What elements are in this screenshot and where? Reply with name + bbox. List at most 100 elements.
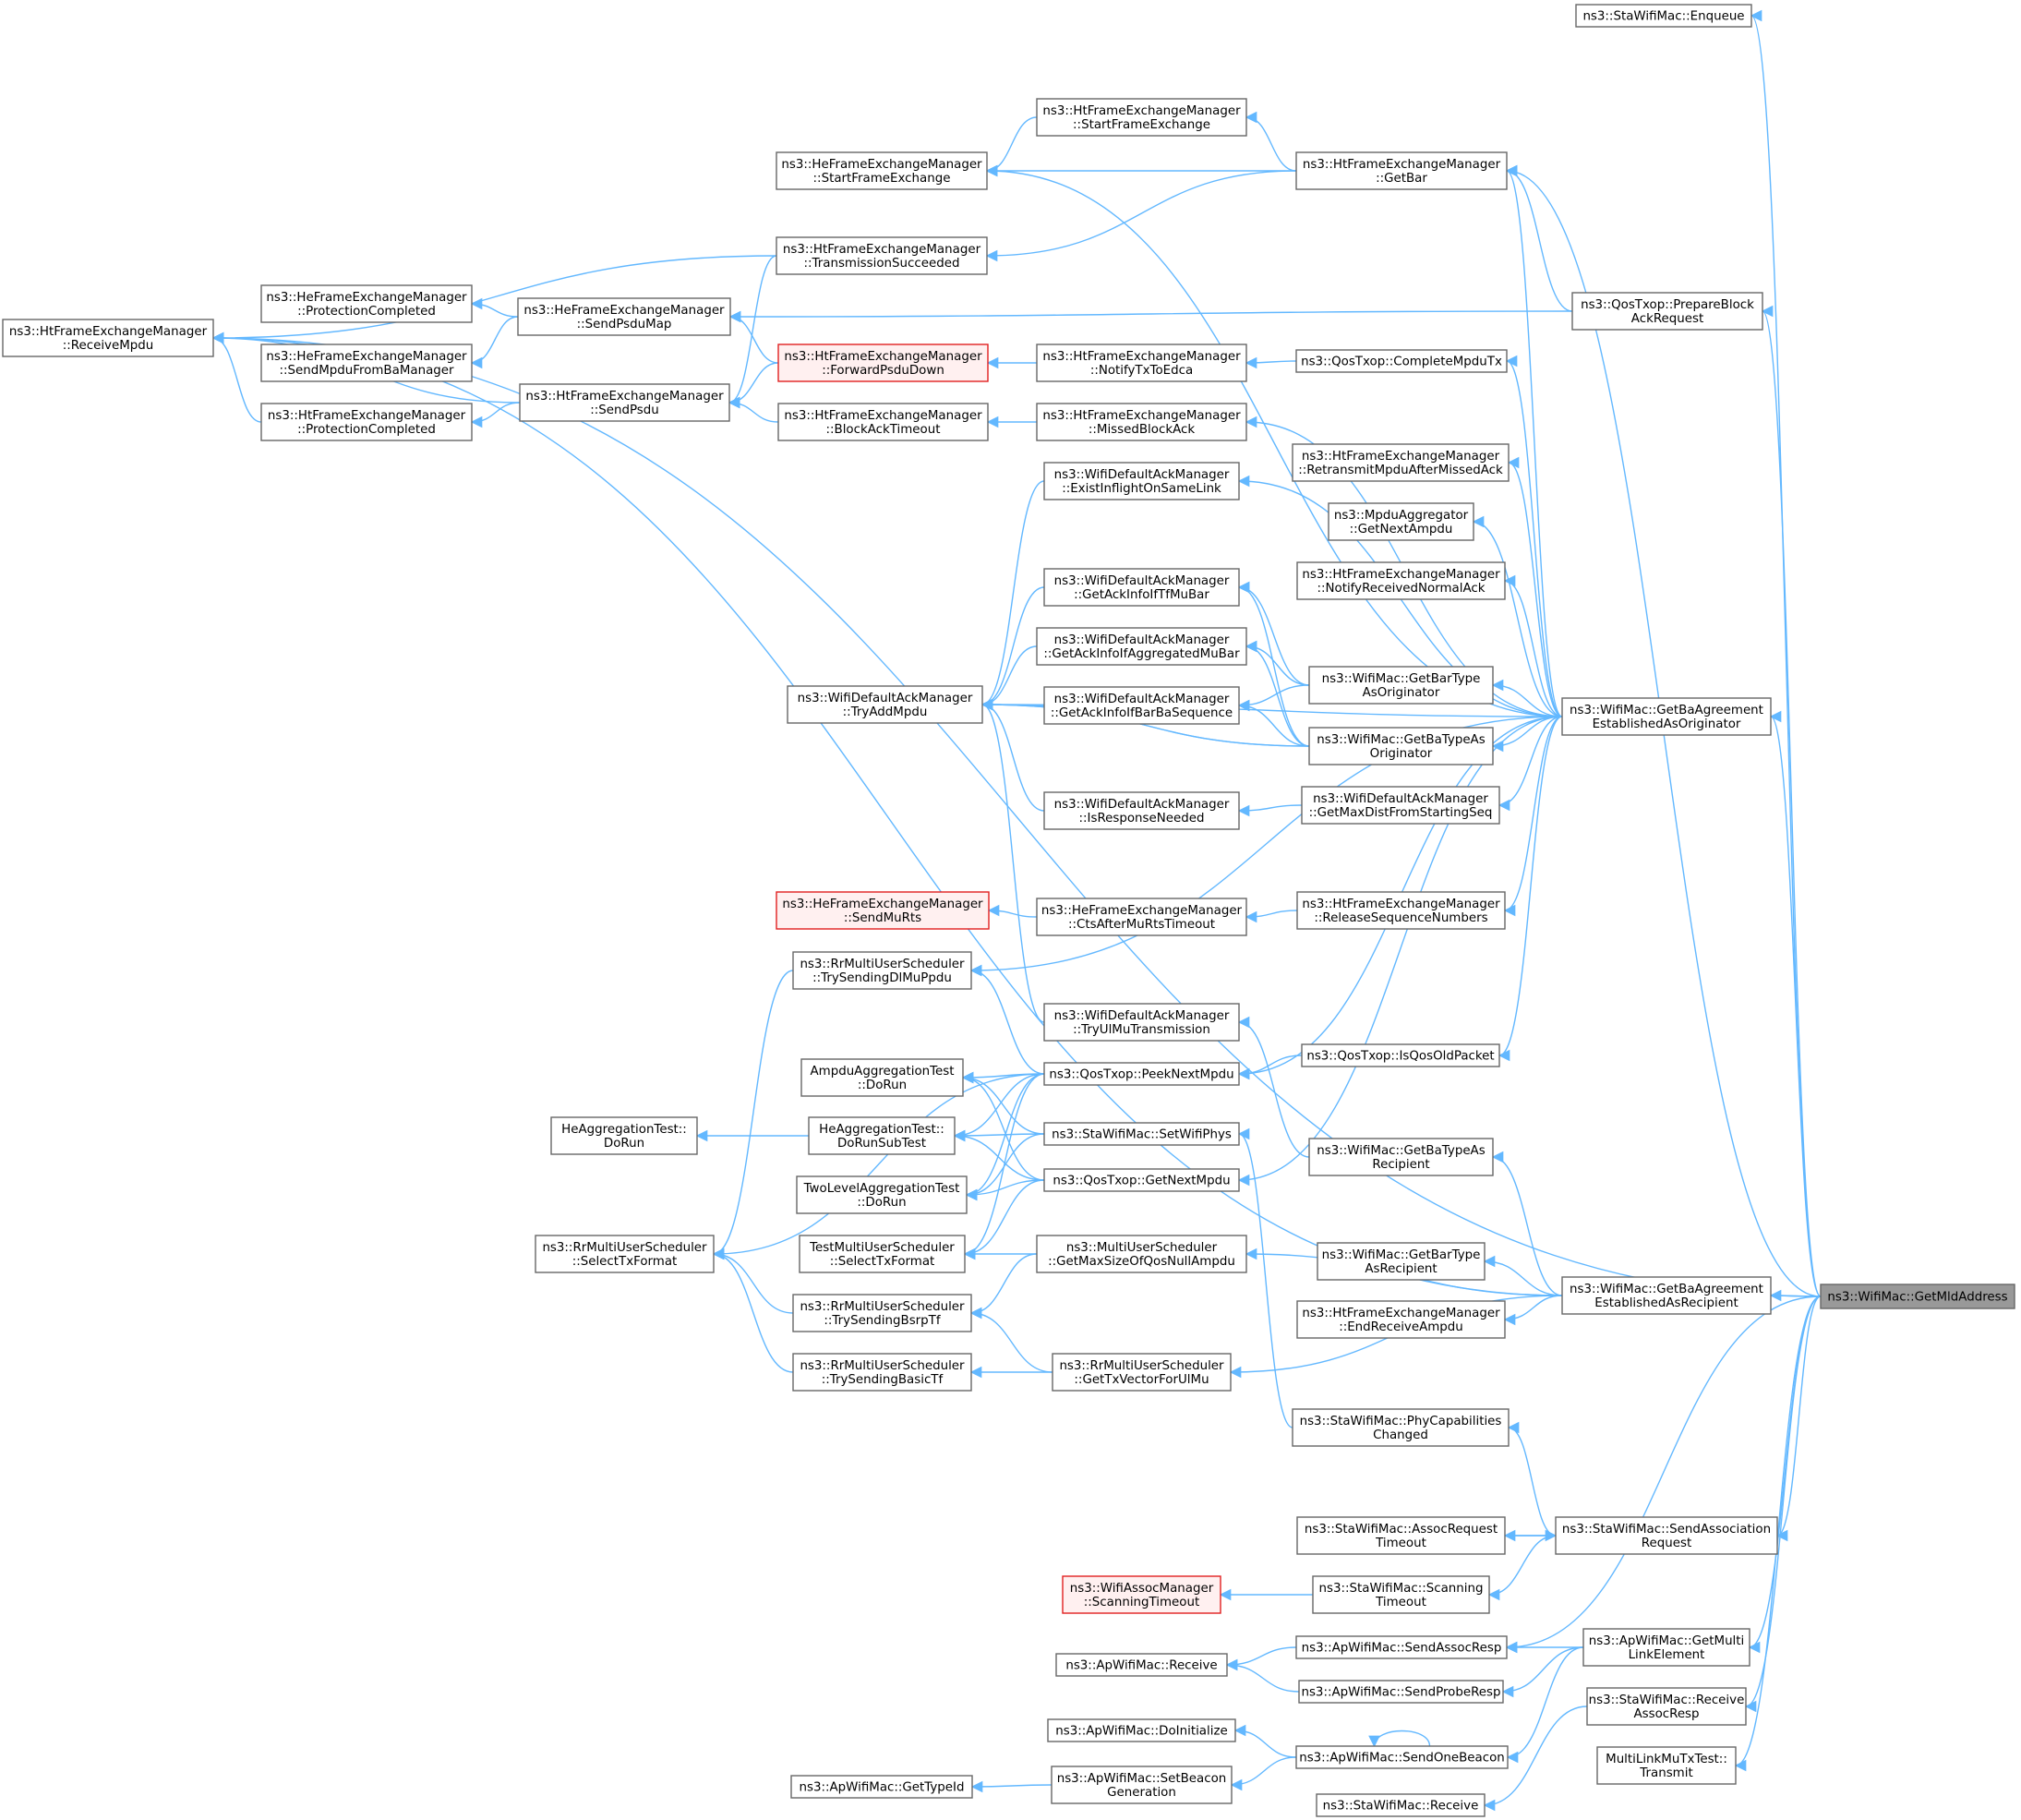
node-label-line: ::GetMaxSizeOfQosNullAmpdu: [1048, 1255, 1235, 1269]
edge-n46-to-n44: [963, 1179, 1045, 1260]
graph-node-n67[interactable]: ns3::ApWifiMac::GetTypeId: [790, 1775, 973, 1799]
graph-node-n1[interactable]: ns3::StaWifiMac::Enqueue: [1575, 4, 1752, 28]
graph-node-n50[interactable]: ns3::RrMultiUserScheduler::TrySendingBsr…: [792, 1294, 972, 1332]
graph-node-n36[interactable]: ns3::QosTxop::IsQosOldPacket: [1301, 1043, 1500, 1067]
edge-n4-to-n3: [985, 116, 1038, 177]
graph-node-n25[interactable]: ns3::WifiMac::GetBaAgreementEstablishedA…: [1561, 697, 1772, 736]
graph-node-n65[interactable]: ns3::ApWifiMac::SendOneBeacon: [1295, 1745, 1509, 1769]
graph-node-n22[interactable]: ns3::WifiDefaultAckManager::GetAckInfoIf…: [1043, 568, 1240, 607]
node-label-line: ns3::WifiDefaultAckManager: [1054, 1009, 1230, 1023]
graph-node-n8[interactable]: ns3::HeFrameExchangeManager::SendPsduMap: [517, 297, 731, 336]
graph-node-n34[interactable]: ns3::RrMultiUserScheduler::TrySendingDlM…: [792, 951, 972, 990]
graph-node-n21[interactable]: ns3::HtFrameExchangeManager::NotifyRecei…: [1296, 561, 1506, 600]
graph-node-n16[interactable]: ns3::HtFrameExchangeManager::BlockAckTim…: [777, 403, 989, 441]
graph-node-n69[interactable]: ns3::StaWifiMac::Receive: [1316, 1793, 1486, 1817]
graph-node-n26[interactable]: ns3::WifiDefaultAckManager::TryAddMpdu: [787, 685, 983, 724]
graph-node-n31[interactable]: ns3::HeFrameExchangeManager::SendMuRts: [776, 891, 990, 930]
node-label-line: Generation: [1107, 1786, 1176, 1800]
node-label-line: ns3::HtFrameExchangeManager: [1303, 158, 1501, 172]
graph-node-n32[interactable]: ns3::HeFrameExchangeManager::CtsAfterMuR…: [1036, 898, 1247, 936]
graph-node-n44[interactable]: ns3::QosTxop::GetNextMpdu: [1043, 1168, 1240, 1192]
graph-node-n5[interactable]: ns3::HtFrameExchangeManager::Transmissio…: [776, 236, 988, 275]
node-label-line: Recipient: [1372, 1158, 1429, 1172]
graph-node-n19[interactable]: ns3::HtFrameExchangeManager::RetransmitM…: [1292, 443, 1510, 482]
graph-node-n18[interactable]: ns3::WifiDefaultAckManager::ExistInfligh…: [1043, 462, 1240, 500]
graph-node-n23[interactable]: ns3::WifiDefaultAckManager::GetAckInfoIf…: [1036, 627, 1247, 666]
graph-node-n40[interactable]: HeAggregationTest::DoRunSubTest: [808, 1116, 956, 1155]
node-label-line: ::ProtectionCompleted: [297, 423, 436, 437]
graph-node-n38[interactable]: ns3::QosTxop::PeekNextMpdu: [1043, 1062, 1240, 1086]
edge-n51-to-n49: [1503, 1295, 1563, 1326]
graph-node-n62[interactable]: ns3::ApWifiMac::SendProbeResp: [1298, 1680, 1504, 1704]
node-label-line: ::SendMuRts: [844, 911, 921, 925]
graph-node-n27[interactable]: ns3::WifiDefaultAckManager::GetAckInfoIf…: [1043, 686, 1240, 725]
graph-node-n51[interactable]: ns3::HtFrameExchangeManager::EndReceiveA…: [1296, 1300, 1506, 1339]
graph-node-n11[interactable]: ns3::HtFrameExchangeManager::NotifyTxToE…: [1036, 344, 1247, 382]
node-label-line: ::CtsAfterMuRtsTimeout: [1068, 918, 1215, 932]
graph-node-n35[interactable]: ns3::WifiDefaultAckManager::TryUlMuTrans…: [1043, 1003, 1240, 1042]
graph-node-n20[interactable]: ns3::MpduAggregator::GetNextAmpdu: [1328, 502, 1474, 541]
node-box: [1043, 791, 1240, 830]
graph-node-n0[interactable]: ns3::WifiMac::GetMldAddress: [1820, 1284, 2015, 1309]
node-box: [1051, 1766, 1233, 1804]
graph-node-n64[interactable]: ns3::ApWifiMac::DoInitialize: [1047, 1718, 1236, 1742]
graph-node-n39[interactable]: HeAggregationTest::DoRun: [550, 1116, 698, 1155]
graph-node-n29[interactable]: ns3::WifiDefaultAckManager::GetMaxDistFr…: [1301, 786, 1500, 825]
edge-n22-to-n28: [1237, 581, 1310, 747]
node-label-line: DoRunSubTest: [837, 1137, 926, 1151]
graph-node-n3[interactable]: ns3::HtFrameExchangeManager::StartFrameE…: [1036, 98, 1247, 137]
graph-node-n53[interactable]: ns3::RrMultiUserScheduler::GetTxVectorFo…: [1052, 1353, 1232, 1392]
graph-node-n58[interactable]: ns3::StaWifiMac::ScanningTimeout: [1312, 1575, 1490, 1614]
graph-node-n57[interactable]: ns3::WifiAssocManager::ScanningTimeout: [1062, 1575, 1221, 1614]
node-box: [790, 1775, 973, 1799]
graph-node-n4[interactable]: ns3::HeFrameExchangeManager::StartFrameE…: [776, 151, 988, 190]
node-box: [1036, 1235, 1247, 1273]
graph-node-n45[interactable]: ns3::RrMultiUserScheduler::SelectTxForma…: [535, 1235, 715, 1273]
graph-node-n66[interactable]: MultiLinkMuTxTest::Transmit: [1596, 1746, 1737, 1785]
graph-node-n43[interactable]: TwoLevelAggregationTest::DoRun: [796, 1175, 968, 1214]
node-label-line: Request: [1642, 1537, 1691, 1550]
graph-node-n41[interactable]: ns3::StaWifiMac::SetWifiPhys: [1043, 1122, 1240, 1146]
edge-n42-to-n49: [1491, 1151, 1563, 1296]
graph-node-n10[interactable]: ns3::HtFrameExchangeManager::ForwardPsdu…: [777, 344, 989, 382]
graph-node-n61[interactable]: ns3::ApWifiMac::Receive: [1055, 1653, 1228, 1677]
graph-node-n59[interactable]: ns3::ApWifiMac::SendAssocResp: [1295, 1635, 1508, 1659]
node-label-line: ::GetMaxDistFromStartingSeq: [1309, 806, 1493, 820]
graph-node-n9[interactable]: ns3::HeFrameExchangeManager::SendMpduFro…: [260, 344, 473, 382]
node-box: [1820, 1284, 2015, 1309]
graph-node-n30[interactable]: ns3::WifiDefaultAckManager::IsResponseNe…: [1043, 791, 1240, 830]
graph-node-n7[interactable]: ns3::HeFrameExchangeManager::ProtectionC…: [260, 284, 473, 323]
graph-node-n2[interactable]: ns3::HtFrameExchangeManager::GetBar: [1295, 151, 1508, 190]
graph-node-n15[interactable]: ns3::HtFrameExchangeManager::SendPsdu: [519, 383, 730, 422]
graph-node-n14[interactable]: ns3::HtFrameExchangeManager::ProtectionC…: [260, 403, 473, 441]
node-label-line: ::ReceiveMpdu: [63, 339, 154, 353]
graph-node-n33[interactable]: ns3::HtFrameExchangeManager::ReleaseSequ…: [1296, 891, 1506, 930]
node-label-line: Timeout: [1375, 1596, 1426, 1609]
graph-node-n46[interactable]: TestMultiUserScheduler::SelectTxFormat: [799, 1235, 966, 1273]
graph-node-n17[interactable]: ns3::HtFrameExchangeManager::MissedBlock…: [1036, 403, 1247, 441]
graph-node-n52[interactable]: ns3::RrMultiUserScheduler::TrySendingBas…: [792, 1353, 972, 1392]
graph-node-n6[interactable]: ns3::HtFrameExchangeManager::ReceiveMpdu: [2, 319, 214, 357]
node-box: [1043, 1062, 1240, 1086]
node-label-line: ns3::WifiMac::GetBaTypeAs: [1317, 1144, 1485, 1158]
node-label-line: ns3::HtFrameExchangeManager: [784, 350, 982, 364]
graph-node-n49[interactable]: ns3::WifiMac::GetBaAgreementEstablishedA…: [1561, 1276, 1772, 1315]
graph-node-n47[interactable]: ns3::MultiUserScheduler::GetMaxSizeOfQos…: [1036, 1235, 1247, 1273]
graph-node-n12[interactable]: ns3::QosTxop::CompleteMpduTx: [1295, 349, 1508, 373]
edge-n15-to-n5: [728, 255, 777, 409]
edge-n29-to-n25: [1498, 716, 1563, 812]
node-label-line: ns3::RrMultiUserScheduler: [1059, 1359, 1224, 1373]
graph-node-n37[interactable]: AmpduAggregationTest::DoRun: [800, 1058, 964, 1097]
node-label-line: ::StartFrameExchange: [1073, 118, 1210, 132]
